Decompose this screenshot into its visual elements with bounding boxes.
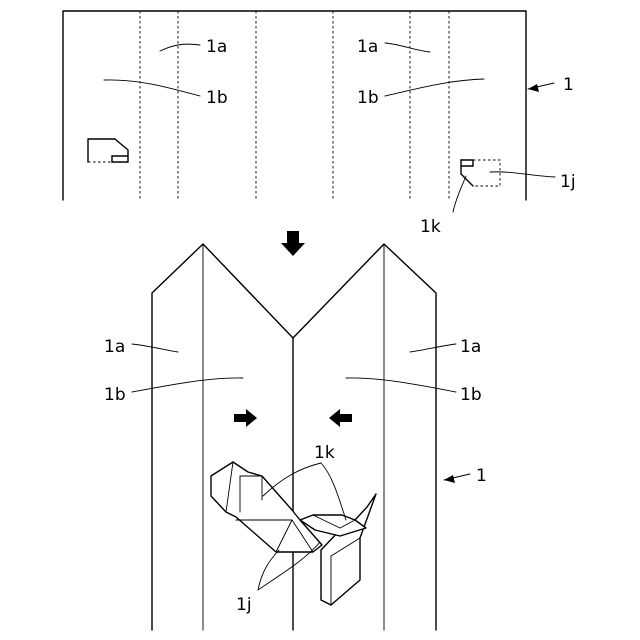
label-1b: 1b — [460, 385, 482, 405]
label-1k: 1k — [420, 217, 441, 237]
label-1b: 1b — [104, 385, 126, 405]
label-1: 1 — [476, 466, 487, 486]
left-tab — [88, 139, 128, 162]
label-1a: 1a — [206, 37, 227, 57]
label-1a: 1a — [357, 37, 378, 57]
folded-sheet: 1a 1a 1b 1b 1k 1 1j — [104, 244, 487, 630]
label-1a: 1a — [460, 337, 481, 357]
label-1j: 1j — [560, 172, 576, 192]
left-arrow-icon — [329, 409, 352, 427]
label-1: 1 — [563, 75, 574, 95]
left-lock-tab — [211, 462, 322, 552]
right-arrow-icon — [234, 409, 257, 427]
down-arrow-icon — [281, 231, 305, 256]
label-1j: 1j — [236, 595, 252, 615]
right-tab — [461, 160, 500, 186]
label-1b: 1b — [206, 88, 228, 108]
label-1b: 1b — [357, 88, 379, 108]
label-1k: 1k — [314, 443, 335, 463]
flat-sheet: 1a 1a 1b 1b 1 1j 1k — [63, 11, 576, 237]
label-1a: 1a — [104, 337, 125, 357]
